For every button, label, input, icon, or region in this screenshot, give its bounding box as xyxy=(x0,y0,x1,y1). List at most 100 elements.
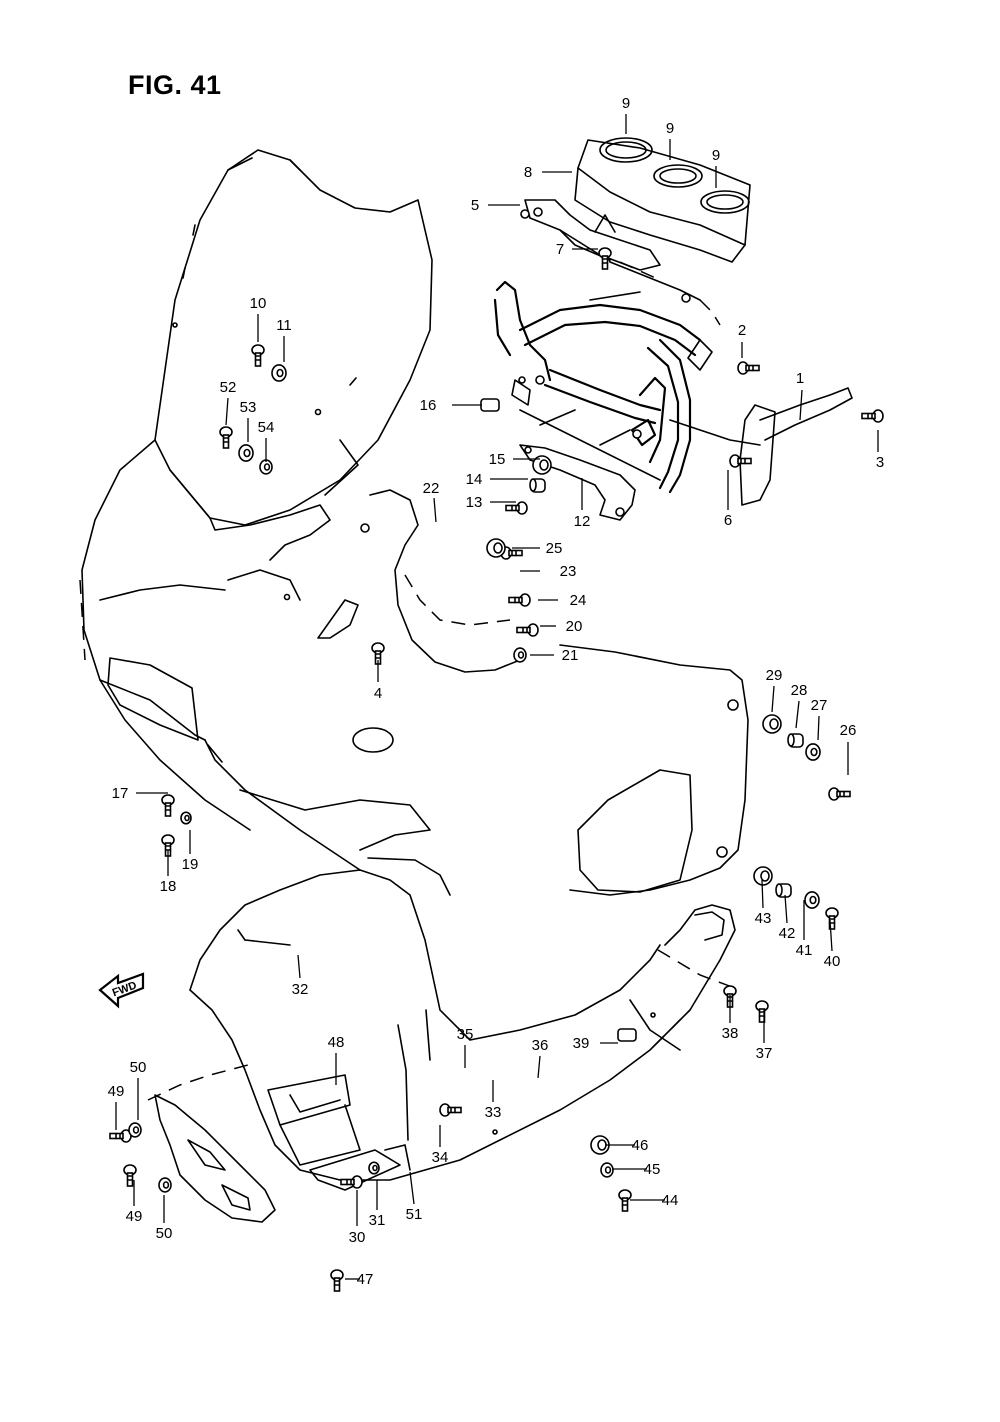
callout-label: 18 xyxy=(160,878,177,895)
mirror-stay xyxy=(669,387,853,506)
callout-label: 4 xyxy=(374,685,382,702)
callout-label: 45 xyxy=(644,1161,661,1178)
callout-label: 2 xyxy=(738,322,746,339)
callout-label: 28 xyxy=(791,682,808,699)
washer-part xyxy=(513,647,527,663)
cushion-part xyxy=(480,398,500,412)
side-spoiler xyxy=(147,1064,276,1223)
callout-label: 9 xyxy=(666,120,674,137)
screw-part xyxy=(729,454,752,468)
callout-label: 33 xyxy=(485,1104,502,1121)
callout-label: 32 xyxy=(292,981,309,998)
lower-brackets xyxy=(267,1074,411,1191)
stay-bracket-12 xyxy=(519,444,636,521)
callout-label: 35 xyxy=(457,1026,474,1043)
callout-label: 19 xyxy=(182,856,199,873)
callout-label: 9 xyxy=(712,147,720,164)
upper-fairing xyxy=(79,439,749,896)
screw-part xyxy=(828,787,851,801)
callout-label: 5 xyxy=(471,197,479,214)
windscreen xyxy=(154,149,433,526)
callout-label: 54 xyxy=(258,419,275,436)
screw-part xyxy=(330,1269,344,1292)
callout-leader xyxy=(817,715,820,741)
washer-part xyxy=(238,444,254,462)
callout-label: 10 xyxy=(250,295,267,312)
hardware-parts xyxy=(109,247,884,1292)
fwd-arrow: FWD xyxy=(98,972,145,1009)
washer-part xyxy=(805,743,821,761)
screw-part xyxy=(340,1175,363,1189)
callout-label: 48 xyxy=(328,1034,345,1051)
callout-label: 36 xyxy=(532,1037,549,1054)
callout-leader xyxy=(795,700,800,729)
grommet-part xyxy=(486,538,506,558)
grommet-part xyxy=(762,714,782,734)
callout-label: 7 xyxy=(556,241,564,258)
meter-cover xyxy=(574,137,751,263)
collar-part xyxy=(529,478,546,493)
callout-label: 12 xyxy=(574,513,591,530)
callout-label: 41 xyxy=(796,942,813,959)
fairing-stay xyxy=(493,280,713,494)
washer-part xyxy=(368,1161,380,1175)
callout-label: 8 xyxy=(524,164,532,181)
callout-label: 38 xyxy=(722,1025,739,1042)
callout-label: 46 xyxy=(632,1137,649,1154)
callout-label: 47 xyxy=(357,1271,374,1288)
callout-label: 21 xyxy=(562,647,579,664)
callout-leader xyxy=(784,894,788,924)
callout-label: 6 xyxy=(724,512,732,529)
callout-label: 15 xyxy=(489,451,506,468)
callout-label: 30 xyxy=(349,1229,366,1246)
screw-part xyxy=(161,794,175,817)
callout-label: 29 xyxy=(766,667,783,684)
screw-part xyxy=(618,1189,632,1212)
collar-part xyxy=(787,733,804,748)
callout-label: 26 xyxy=(840,722,857,739)
screw-part xyxy=(161,834,175,857)
callout-labels: 1234567899910111213141516171819202122232… xyxy=(108,95,885,1288)
callout-label: 17 xyxy=(112,785,129,802)
callout-leader xyxy=(297,954,301,979)
screw-part xyxy=(505,501,528,515)
callout-leader xyxy=(799,389,803,421)
callout-label: 16 xyxy=(420,397,437,414)
callout-label: 24 xyxy=(570,592,587,609)
callout-label: 1 xyxy=(796,370,804,387)
grommet-part xyxy=(753,866,773,886)
collar-part xyxy=(775,883,792,898)
callout-label: 23 xyxy=(560,563,577,580)
screw-part xyxy=(598,247,612,270)
callout-label: 51 xyxy=(406,1206,423,1223)
callout-label: 49 xyxy=(108,1083,125,1100)
callout-label: 25 xyxy=(546,540,563,557)
screw-part xyxy=(861,409,884,423)
callout-label: 37 xyxy=(756,1045,773,1062)
callout-label: 50 xyxy=(130,1059,147,1076)
callout-label: 50 xyxy=(156,1225,173,1242)
meter-bracket xyxy=(520,199,721,326)
screw-part xyxy=(251,344,265,367)
callout-label: 42 xyxy=(779,925,796,942)
callout-label: 9 xyxy=(622,95,630,112)
callout-label: 14 xyxy=(466,471,483,488)
callout-label: 22 xyxy=(423,480,440,497)
lower-fairing xyxy=(189,857,741,1181)
washer-part xyxy=(128,1122,142,1138)
callout-leader xyxy=(225,397,229,426)
callout-label: 34 xyxy=(432,1149,449,1166)
callout-label: 40 xyxy=(824,953,841,970)
washer-part xyxy=(180,811,192,825)
callout-label: 44 xyxy=(662,1192,679,1209)
callout-label: 49 xyxy=(126,1208,143,1225)
washer-part xyxy=(271,364,287,382)
screw-part xyxy=(109,1129,132,1143)
screw-part xyxy=(755,1000,769,1023)
washer-part xyxy=(259,459,273,475)
cushion-part xyxy=(617,1028,637,1042)
grommet-part xyxy=(532,455,552,475)
callout-label: 53 xyxy=(240,399,257,416)
